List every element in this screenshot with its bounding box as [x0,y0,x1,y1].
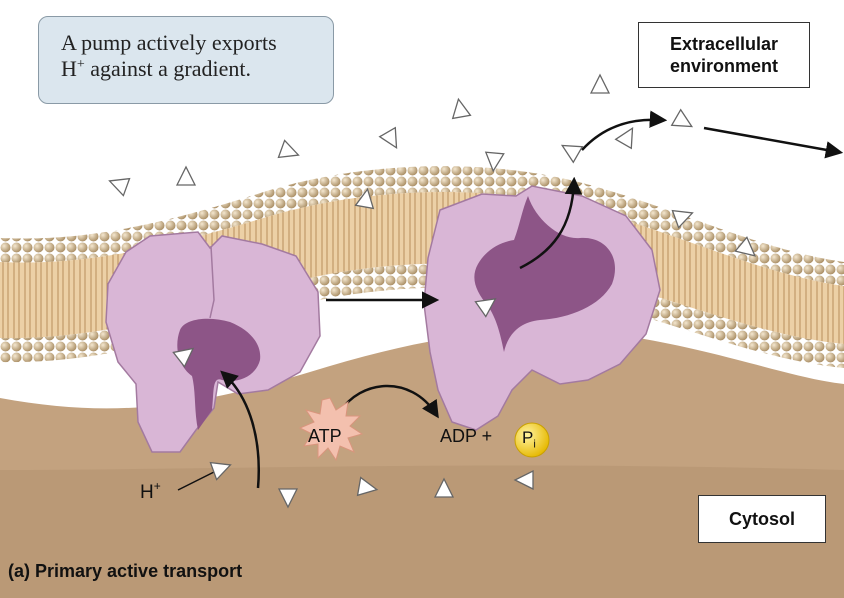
caption-line-2: H+ against a gradient. [61,56,333,82]
h-ion [615,123,641,149]
phosphate-label: Pi [522,428,536,450]
cytosol-region [0,329,844,598]
caption-rest: against a gradient. [84,56,251,81]
h-ion [277,139,303,165]
h-ion-label: H+ [140,479,161,504]
caption-h: H [61,56,77,81]
atp-burst [298,397,364,462]
h-ion-pointer-line [177,471,215,491]
extracellular-line-2: environment [669,56,779,76]
h-ion [176,166,196,186]
h-ion [557,137,583,163]
phosphate-subscript: i [533,438,536,451]
caption-h-charge: + [76,57,85,72]
h-ion [379,127,405,153]
phosphate-ball [514,422,550,458]
pump-protein-right [423,185,661,431]
h-ion-symbol: H [140,482,154,503]
h-ion-exit-arrow [703,126,844,159]
adp-label: ADP + [440,426,493,446]
h-ion-entry-arrow [220,370,260,489]
pump-protein-left [105,231,321,453]
h-ion [590,74,610,94]
h-ion [671,109,697,135]
caption-line-1: A pump actively exports [61,30,277,55]
cytosol-label: Cytosol [698,495,826,543]
h-ion [105,171,131,197]
h-ion-release-arrow [581,110,668,151]
extracellular-line-1: Extracellular [669,34,779,54]
cytosol-shading [0,465,844,598]
membrane-inner-heads [0,263,844,368]
h-ion [448,96,472,120]
h-ion-charge: + [153,479,161,493]
panel-title: (a) Primary active transport [8,561,243,581]
atp-label: ATP [308,426,342,446]
phosphate-symbol: P [522,428,534,447]
membrane-outer-heads [0,166,844,286]
extracellular-label: Extracellular environment [638,22,810,88]
h-ion-export-arrow [519,176,583,270]
caption-box: A pump actively exports H+ against a gra… [38,16,334,104]
